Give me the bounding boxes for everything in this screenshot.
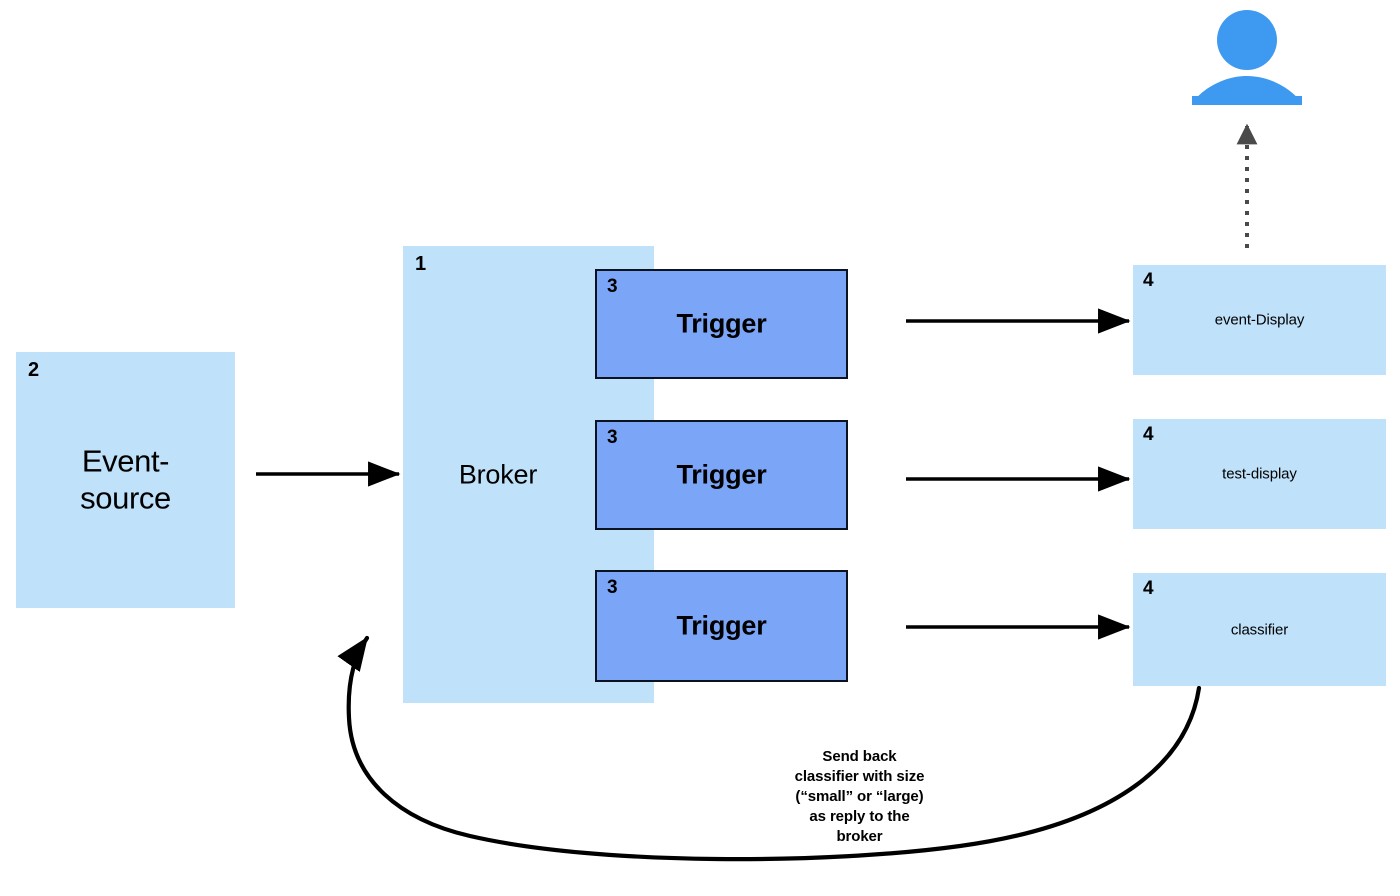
trigger-box-2[interactable]: 3 Trigger [595, 420, 848, 530]
trigger-box-3[interactable]: 3 Trigger [595, 570, 848, 682]
feedback-note-line-4: as reply to the [809, 807, 910, 825]
broker-label: Broker [458, 459, 538, 489]
trigger-label-1: Trigger [676, 308, 767, 339]
trigger-label-3: Trigger [676, 610, 767, 641]
trigger-box-1[interactable]: 3 Trigger [595, 269, 848, 379]
broker-badge: 1 [415, 253, 427, 275]
sink-badge-event-display: 4 [1143, 270, 1154, 291]
trigger-label-2: Trigger [676, 459, 767, 490]
trigger-badge-3: 3 [607, 577, 618, 598]
sink-box-classifier[interactable]: 4 classifier [1133, 573, 1386, 686]
sink-box-event-display[interactable]: 4 event-Display [1133, 265, 1386, 375]
sink-box-test-display[interactable]: 4 test-display [1133, 419, 1386, 529]
feedback-note-line-3: (“small” or “large) [795, 787, 924, 805]
event-source-box[interactable]: 2 Event- source [16, 352, 235, 608]
event-source-label: Event- source [16, 443, 235, 516]
feedback-note: Send back classifier with size (“small” … [752, 747, 967, 847]
trigger-badge-2: 3 [607, 427, 618, 448]
event-source-badge: 2 [28, 359, 40, 381]
user-person-icon [1192, 10, 1302, 105]
feedback-note-line-2: classifier with size [794, 767, 925, 785]
sink-label-event-display: event-Display [1214, 311, 1305, 329]
feedback-note-line-1: Send back [822, 748, 897, 765]
trigger-badge-1: 3 [607, 276, 618, 297]
feedback-note-line-5: broker [836, 827, 883, 845]
event-source-label-line-2: source [80, 480, 171, 515]
sink-label-classifier: classifier [1230, 621, 1289, 638]
classifier-reply-to-broker-curve [337, 635, 1202, 862]
sink-badge-test-display: 4 [1143, 424, 1154, 445]
sink-label-test-display: test-display [1222, 465, 1297, 483]
sink-badge-classifier: 4 [1143, 578, 1154, 599]
event-source-label-line-1: Event- [81, 443, 170, 479]
